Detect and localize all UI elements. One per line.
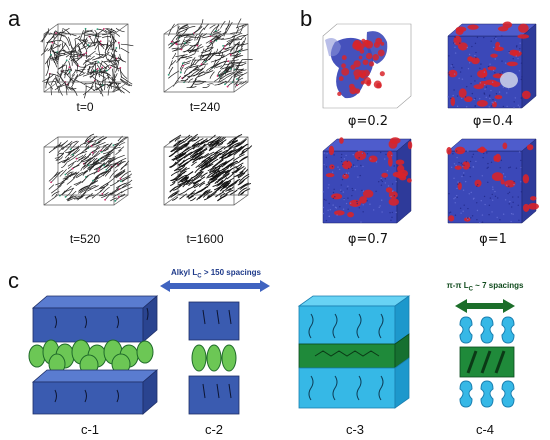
panel-letter-c: c bbox=[8, 268, 19, 293]
caption-t240: t=240 bbox=[189, 100, 221, 114]
caption-c1: c-1 bbox=[80, 422, 100, 437]
caption-phi-0.2: φ=0.2 bbox=[347, 114, 389, 129]
caption-t520: t=520 bbox=[69, 232, 101, 246]
pipi-label: π-π LC ~ 7 spacings bbox=[446, 281, 524, 293]
cube-t1600 bbox=[163, 133, 253, 206]
schematic-c2 bbox=[188, 301, 240, 415]
alkyl-arrow bbox=[160, 280, 270, 292]
cube-phi-0.4 bbox=[447, 21, 537, 109]
caption-phi-0.4: φ=0.4 bbox=[472, 114, 514, 129]
cube-t0 bbox=[40, 23, 134, 99]
caption-t0: t=0 bbox=[76, 100, 94, 114]
schematic-c4 bbox=[459, 316, 515, 408]
cube-t240 bbox=[163, 18, 253, 93]
caption-phi-0.7: φ=0.7 bbox=[347, 232, 389, 247]
panel-letter-a: a bbox=[8, 6, 21, 31]
cube-phi-0.7 bbox=[322, 137, 413, 224]
caption-phi-1: φ=1 bbox=[479, 232, 507, 247]
caption-t1600: t=1600 bbox=[186, 232, 224, 246]
schematic-c3 bbox=[297, 295, 411, 409]
cube-phi-1 bbox=[446, 138, 540, 224]
pipi-arrow bbox=[455, 299, 515, 313]
caption-c2: c-2 bbox=[204, 422, 224, 437]
alkyl-label: Alkyl LC > 150 spacings bbox=[171, 268, 261, 280]
caption-c4: c-4 bbox=[475, 422, 495, 437]
caption-c3: c-3 bbox=[345, 422, 365, 437]
schematic-c1 bbox=[28, 295, 159, 415]
cube-t520 bbox=[43, 133, 133, 206]
cube-phi-0.2 bbox=[322, 23, 412, 109]
panel-letter-b: b bbox=[300, 6, 313, 31]
